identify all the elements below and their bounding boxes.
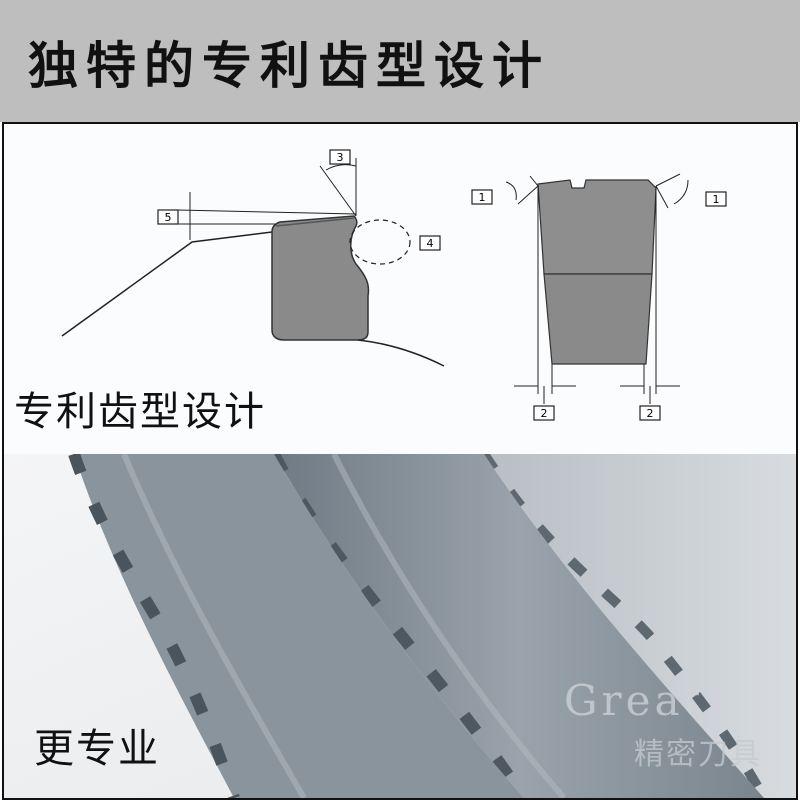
front-profile	[505, 173, 689, 404]
callout-4: 4	[419, 235, 441, 251]
svg-text:5: 5	[165, 211, 172, 224]
callout-3: 3	[329, 149, 351, 165]
svg-text:1: 1	[479, 191, 486, 204]
content-frame: 3 5 4	[2, 122, 798, 800]
page-title: 独特的专利齿型设计	[28, 36, 550, 95]
svg-text:1: 1	[713, 193, 720, 206]
watermark-brand: Great	[564, 676, 705, 725]
saw-blade-photo: 更专业 Great 精密刀具	[4, 454, 796, 798]
pro-caption: 更专业	[34, 726, 160, 772]
svg-text:3: 3	[337, 151, 344, 164]
callout-1-left: 1	[471, 189, 493, 205]
blade-svg	[4, 454, 796, 798]
callout-2-left: 2	[533, 405, 555, 421]
svg-text:2: 2	[541, 407, 548, 420]
header-bar: 独特的专利齿型设计	[0, 0, 800, 122]
watermark-cn: 精密刀具	[634, 737, 762, 772]
svg-text:4: 4	[427, 237, 434, 250]
svg-text:2: 2	[647, 407, 654, 420]
callout-2-right: 2	[639, 405, 661, 421]
callout-5: 5	[157, 209, 179, 225]
side-profile	[61, 158, 445, 367]
diagram-svg: 3 5 4	[61, 149, 727, 421]
design-caption: 专利齿型设计	[14, 389, 266, 435]
callout-1-right: 1	[705, 191, 727, 207]
tooth-profile-diagram: 3 5 4	[4, 124, 796, 454]
